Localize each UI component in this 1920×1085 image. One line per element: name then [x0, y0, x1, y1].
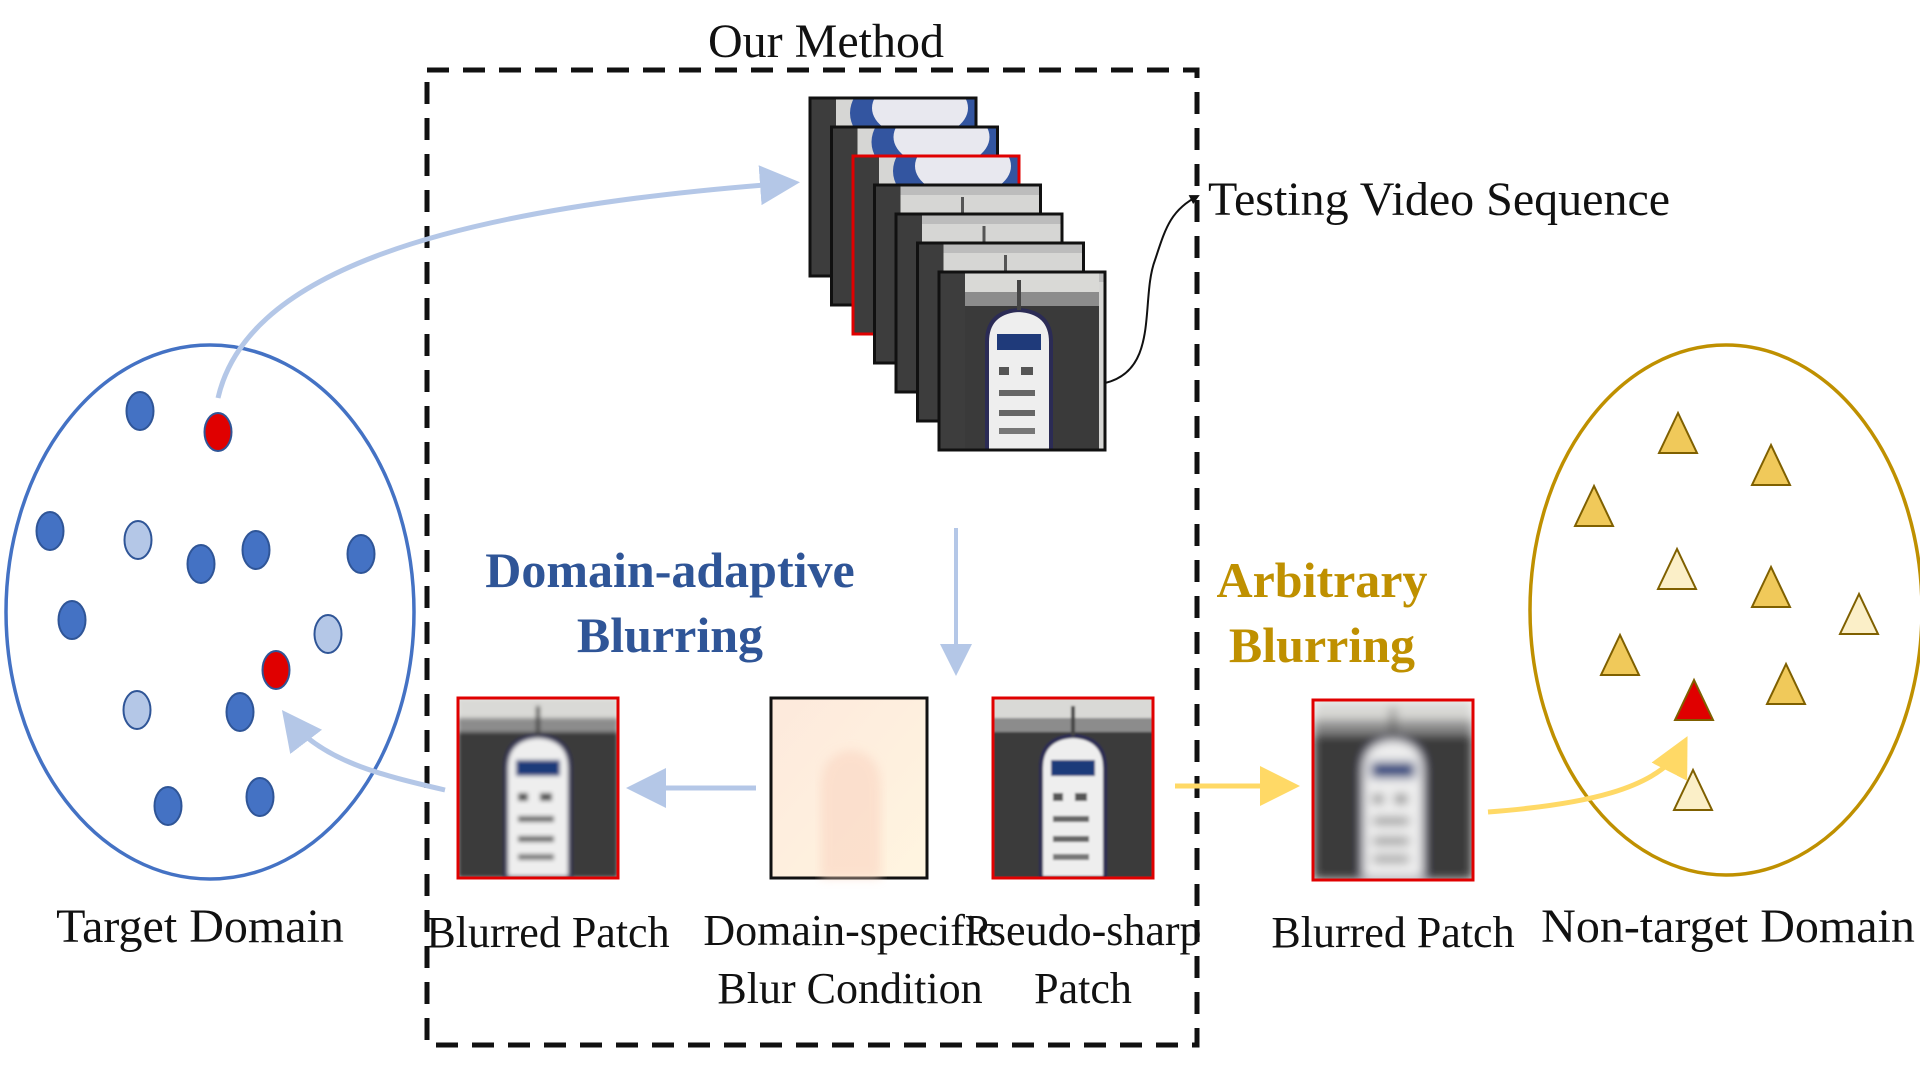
- target-domain-point: [346, 534, 376, 574]
- condition-label-line2: Blur Condition: [717, 964, 982, 1013]
- sharp-label-line2: Patch: [1034, 964, 1132, 1013]
- condition-label-line1: Domain-specific: [703, 906, 996, 955]
- nontarget-domain-point: [1656, 546, 1698, 590]
- video-label-pointer: [1104, 195, 1200, 384]
- nontarget-domain-label: Non-target Domain: [1541, 900, 1915, 953]
- target-domain-point: [245, 777, 275, 817]
- nontarget-domain-point: [1672, 767, 1714, 811]
- target-domain-point: [35, 511, 65, 551]
- arbitrary-blurring-line2: Blurring: [1229, 617, 1415, 673]
- pseudo-sharp-patch: [991, 696, 1155, 880]
- nontarget-domain-points: [1573, 410, 1880, 811]
- target-domain-label: Target Domain: [56, 900, 344, 953]
- patch-to-target-arrow: [281, 710, 446, 793]
- target-domain-circle: [4, 343, 416, 881]
- nontarget-domain-circle: [1528, 343, 1920, 877]
- target-domain-point: [123, 520, 153, 560]
- blur-condition-map: [769, 696, 929, 880]
- method-box: [424, 67, 1200, 1048]
- method-title: Our Method: [708, 15, 944, 68]
- nontarget-domain-point: [1765, 661, 1807, 705]
- blurred-patch-right: [1311, 698, 1475, 882]
- target-domain-point: [261, 650, 291, 690]
- video-frame: [937, 270, 1107, 452]
- nontarget-domain-point: [1573, 483, 1615, 527]
- blurred-to-nontarget-arrow: [1487, 736, 1688, 815]
- blurred-patch-left-label: Blurred Patch: [426, 908, 669, 957]
- target-domain-point: [241, 530, 271, 570]
- nontarget-domain-point: [1673, 677, 1715, 721]
- target-domain-point: [122, 690, 152, 730]
- nontarget-domain-point: [1599, 632, 1641, 676]
- target-domain-point: [313, 614, 343, 654]
- nontarget-domain-point: [1657, 410, 1699, 454]
- target-domain-point: [203, 412, 233, 452]
- video-sequence-label: Testing Video Sequence: [1208, 173, 1670, 226]
- target-domain-point: [125, 391, 155, 431]
- arbitrary-blurring-line1: Arbitrary: [1216, 552, 1427, 608]
- blurred-patch-right-label: Blurred Patch: [1271, 908, 1514, 957]
- target-to-video-arrow: [215, 165, 800, 399]
- target-domain-points: [35, 391, 376, 826]
- video-frame-stack: [808, 96, 1107, 452]
- blurred-patch-left: [456, 696, 620, 880]
- nontarget-domain-point: [1750, 564, 1792, 608]
- nontarget-domain-point: [1750, 442, 1792, 486]
- adaptive-blurring-line2: Blurring: [577, 607, 763, 663]
- target-domain-point: [57, 600, 87, 640]
- target-domain-point: [186, 544, 216, 584]
- target-domain-point: [153, 786, 183, 826]
- nontarget-domain-point: [1838, 591, 1880, 635]
- target-domain-point: [225, 692, 255, 732]
- sharp-label-line1: Pseudo-sharp: [964, 906, 1201, 955]
- adaptive-blurring-line1: Domain-adaptive: [485, 542, 854, 598]
